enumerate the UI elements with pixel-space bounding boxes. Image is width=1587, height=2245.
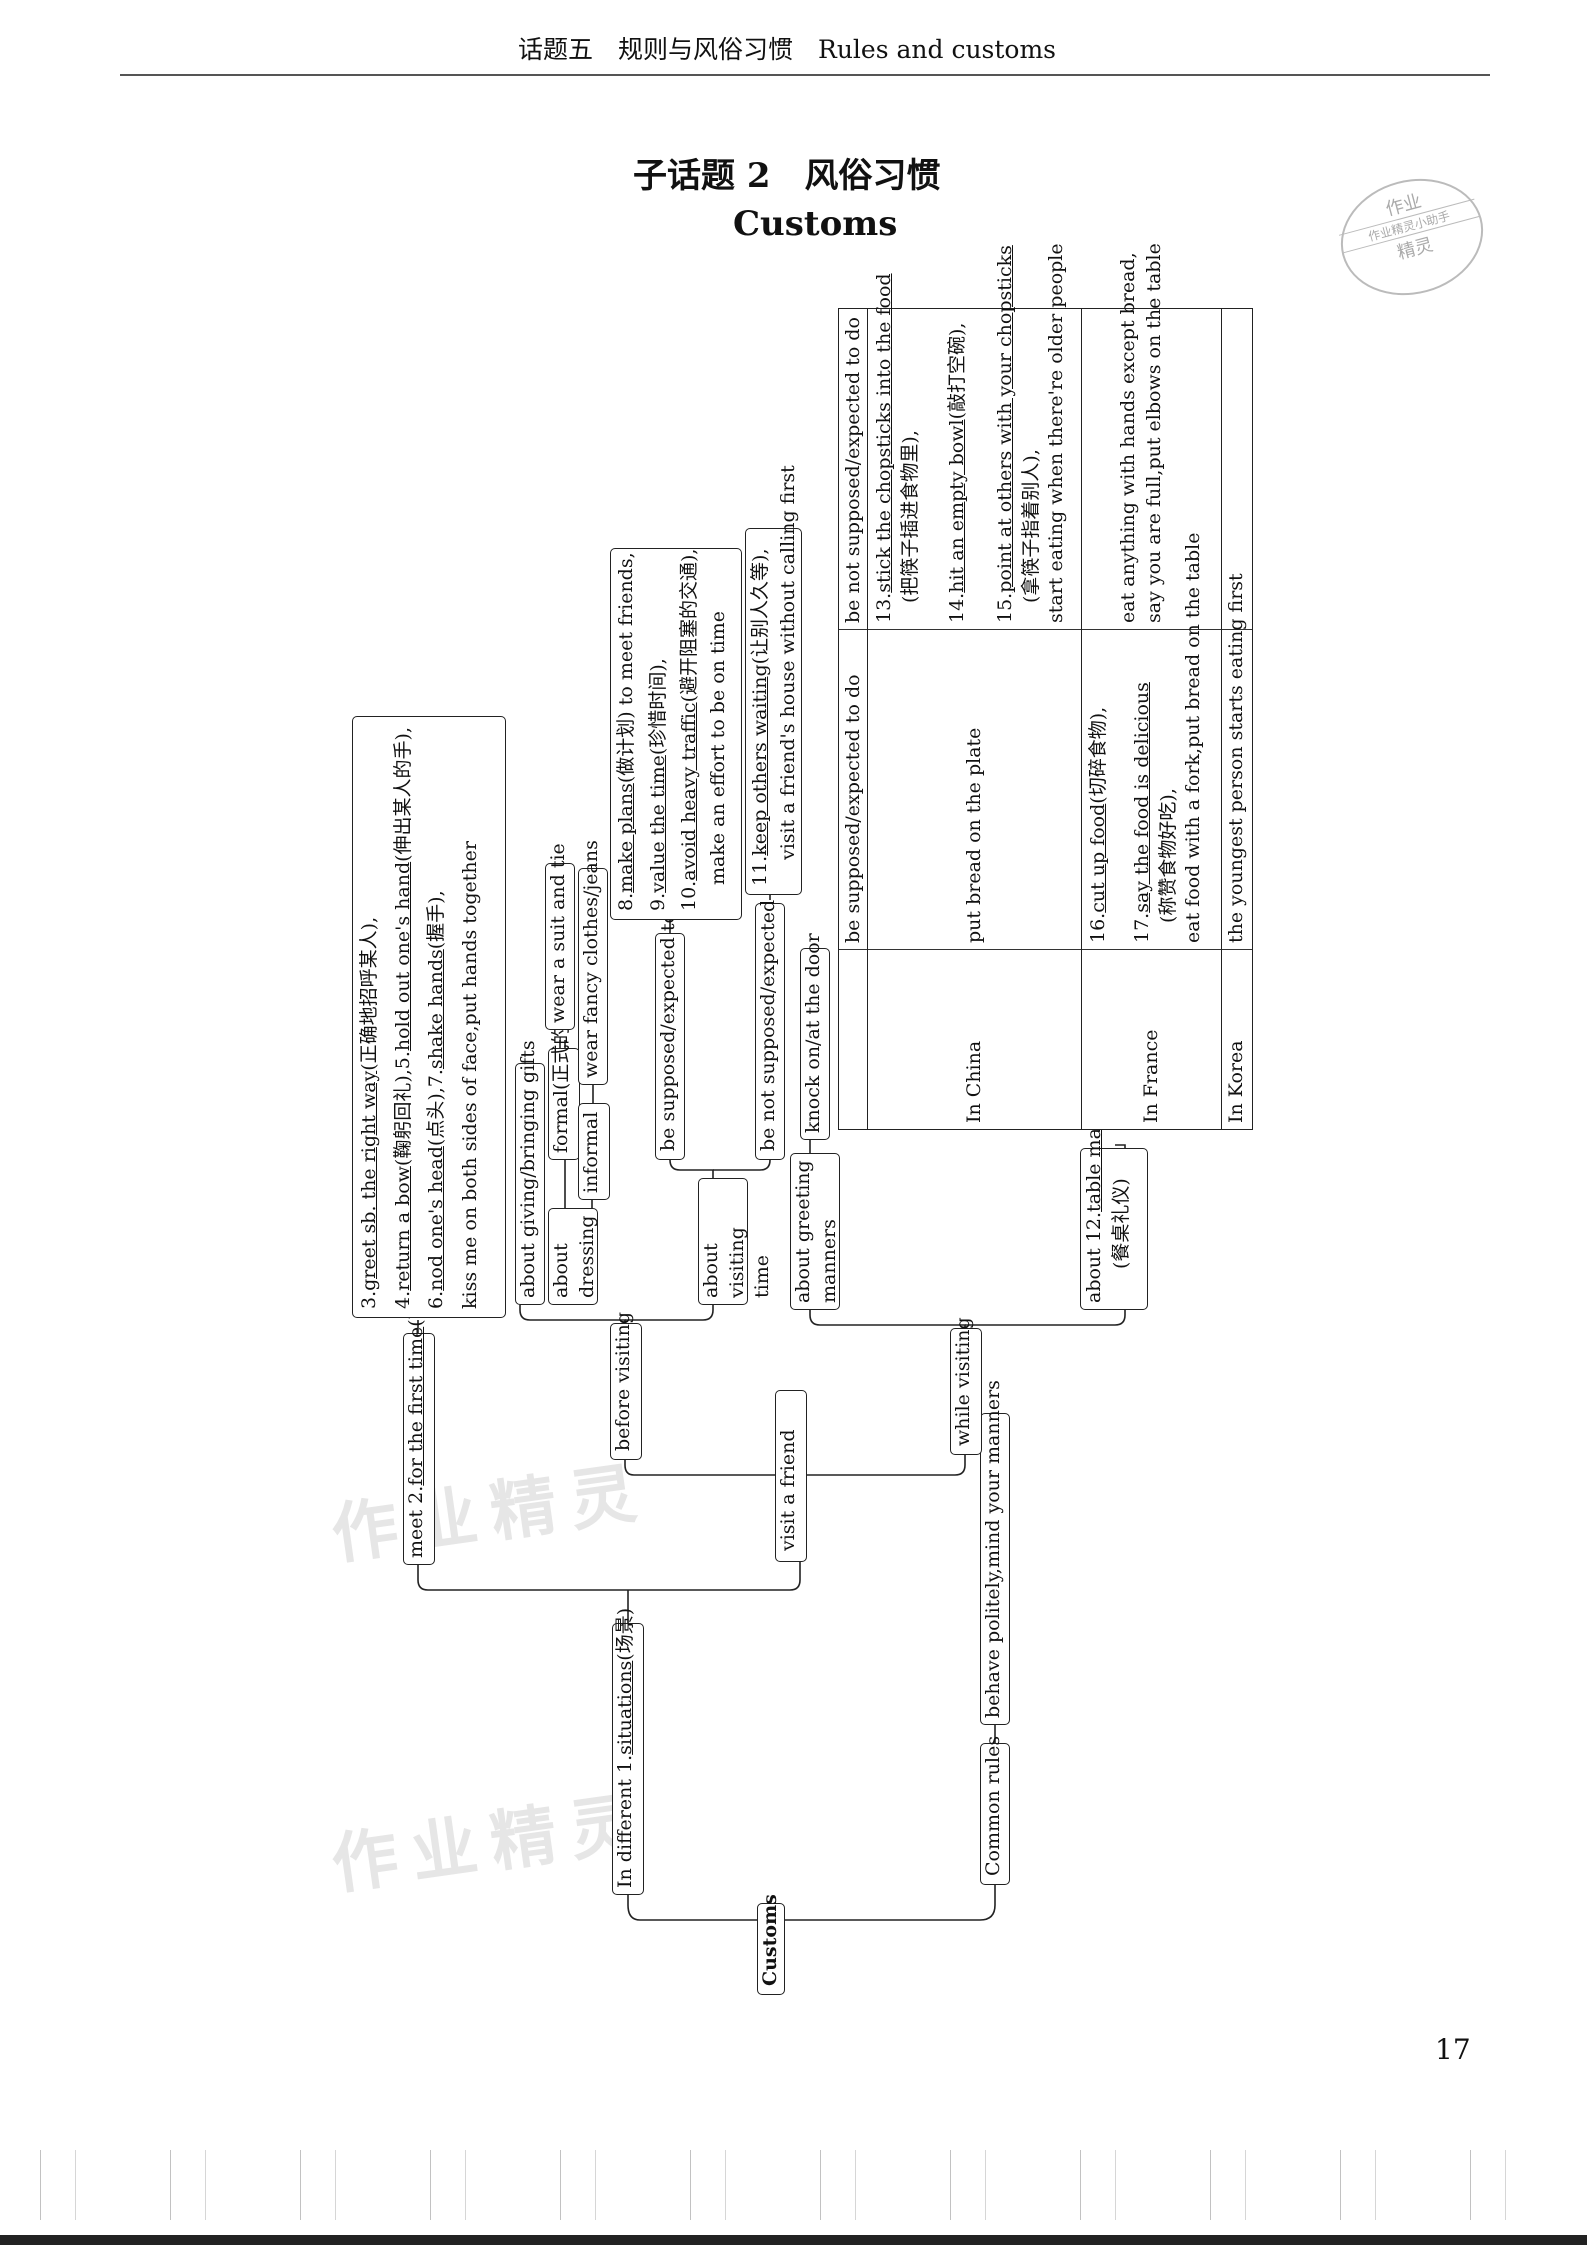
china-not-15-note: (拿筷子指着别人), [1019, 449, 1042, 603]
france-not-full: say you are full,put elbows on the table [1143, 243, 1166, 623]
node-meet-details: 3.greet sb. the right way(正确地招呼某人), 4.re… [352, 716, 506, 1318]
node-about-greeting: about greeting manners [790, 1153, 840, 1310]
node-customs-root: Customs [757, 1894, 785, 1995]
table-country-france: In France [1082, 949, 1222, 1129]
node-formal: formal(正式的) [548, 1018, 580, 1160]
not-supposed-detail-call: visit a friend's house without calling f… [776, 465, 799, 860]
node-about-table-manners: about 12.table manners (餐桌礼仪) [1080, 1073, 1148, 1310]
table-country-korea: In Korea [1222, 949, 1252, 1129]
france-supposed-17-note: (称赞食物好吃), [1156, 788, 1179, 923]
meet-detail-kiss: kiss me on both sides of face,put hands … [458, 841, 481, 1309]
france-supposed-16: 16.cut up food(切碎食物), [1087, 706, 1110, 943]
meet-detail-6-7: 6.nod one's head(点头),7.shake hands(握手), [425, 890, 448, 1309]
china-not-13-note: (把筷子插进食物里), [898, 430, 921, 603]
title-chinese: 子话题 2 风俗习惯 [633, 156, 941, 196]
running-header: 话题五 规则与风俗习惯 Rules and customs [518, 35, 1057, 64]
node-about-dressing: about dressing [548, 1208, 598, 1305]
table-header-supposed: be supposed/expected to do [839, 629, 867, 949]
node-visit-not-supposed-details: 11.keep others waiting(让别人久等), visit a f… [745, 465, 802, 895]
table-row-korea: In Korea the youngest person starts eati… [1222, 309, 1252, 1129]
table-header-not-supposed: be not supposed/expected to do [842, 317, 864, 623]
node-meet-first-time: meet 2.for the first time(首次) [403, 1274, 435, 1565]
node-wear-fancy: wear fancy clothes/jeans [578, 840, 608, 1085]
node-knock-door: about greeting manners knock on/at the d… [800, 933, 830, 1140]
page-number: 17 [1435, 2033, 1471, 2066]
table-row-france: In France 16.cut up food(切碎食物), 17.say t… [1082, 243, 1223, 1129]
china-not-supposed: 13.stick the chopsticks into the food (把… [868, 243, 1081, 629]
not-supposed-detail-11: 11.keep others waiting(让别人久等), [749, 548, 771, 886]
table-manners-table: be supposed/expected to do be not suppos… [838, 243, 1253, 1130]
node-wear-suit: wear a suit and tie [545, 843, 575, 1030]
korea-supposed-youngest: the youngest person starts eating first [1222, 573, 1252, 949]
scan-bottom-edge [0, 2235, 1587, 2245]
node-while-visiting: while visiting [950, 1317, 982, 1455]
node-visit-a-friend: visit a friend [775, 1390, 807, 1562]
meet-detail-4-5: 4.return a bow(鞠躬回礼),5.hold out one's ha… [391, 726, 414, 1309]
china-not-13: 13.stick the chopsticks into the food [873, 273, 895, 623]
meet-detail-3: 3.greet sb. the right way(正确地招呼某人), [358, 916, 380, 1309]
china-not-14: 14.hit an empty bowl(敲打空碗), [946, 322, 969, 623]
about-table-line1: about 12.table manners [1083, 1073, 1105, 1303]
supposed-detail-8: 8.make plans(做计划) to meet friends, [615, 552, 637, 911]
node-about-visiting-time: about visiting time [698, 1178, 773, 1305]
title-english: Customs [733, 204, 898, 244]
france-not-supposed: eat anything with hands except bread, sa… [1082, 243, 1221, 629]
node-behave-politely: behave politely,mind your manners [980, 1380, 1010, 1725]
node-common-rules: Common rules [980, 1736, 1010, 1885]
scan-noise [0, 2150, 1587, 2220]
china-not-15: 15.point at others with your chopsticks [993, 245, 1016, 623]
france-not-hands: eat anything with hands except bread, [1117, 252, 1140, 623]
about-table-note: (餐桌礼仪) [1109, 1178, 1132, 1269]
node-in-different-situations: In different 1.situations(场景) [612, 1608, 644, 1895]
table-country-china: In China [868, 949, 1082, 1129]
china-supposed-bread: put bread on the plate [868, 629, 1082, 949]
france-supposed: 16.cut up food(切碎食物), 17.say the food is… [1082, 532, 1222, 949]
supposed-detail-10: 10.avoid heavy traffic(避开阻塞的交通), [678, 548, 701, 911]
node-before-visiting: before visiting [610, 1312, 642, 1460]
node-about-gifts: about giving/bringing gifts [515, 1040, 545, 1305]
france-supposed-fork: eat food with a fork,put bread on the ta… [1182, 532, 1205, 944]
node-visit-supposed: be supposed/expected to [655, 912, 685, 1160]
supposed-detail-9: 9.value the time(珍惜时间), [646, 658, 669, 911]
supposed-detail-effort: make an effort to be on time [706, 611, 729, 885]
table-corner [839, 949, 867, 1129]
korea-not-supposed-empty [1222, 309, 1252, 629]
node-visit-not-supposed: be not supposed/expected to [755, 875, 785, 1160]
china-not-older: start eating when there're older people [1045, 243, 1068, 623]
node-visit-supposed-details: 8.make plans(做计划) to meet friends, 9.val… [610, 548, 742, 920]
node-informal: informal [578, 1103, 610, 1200]
table-row-china: In China put bread on the plate 13.stick… [868, 243, 1083, 1129]
header-divider [120, 74, 1490, 76]
france-supposed-17: 17.say the food is delicious [1131, 682, 1154, 943]
